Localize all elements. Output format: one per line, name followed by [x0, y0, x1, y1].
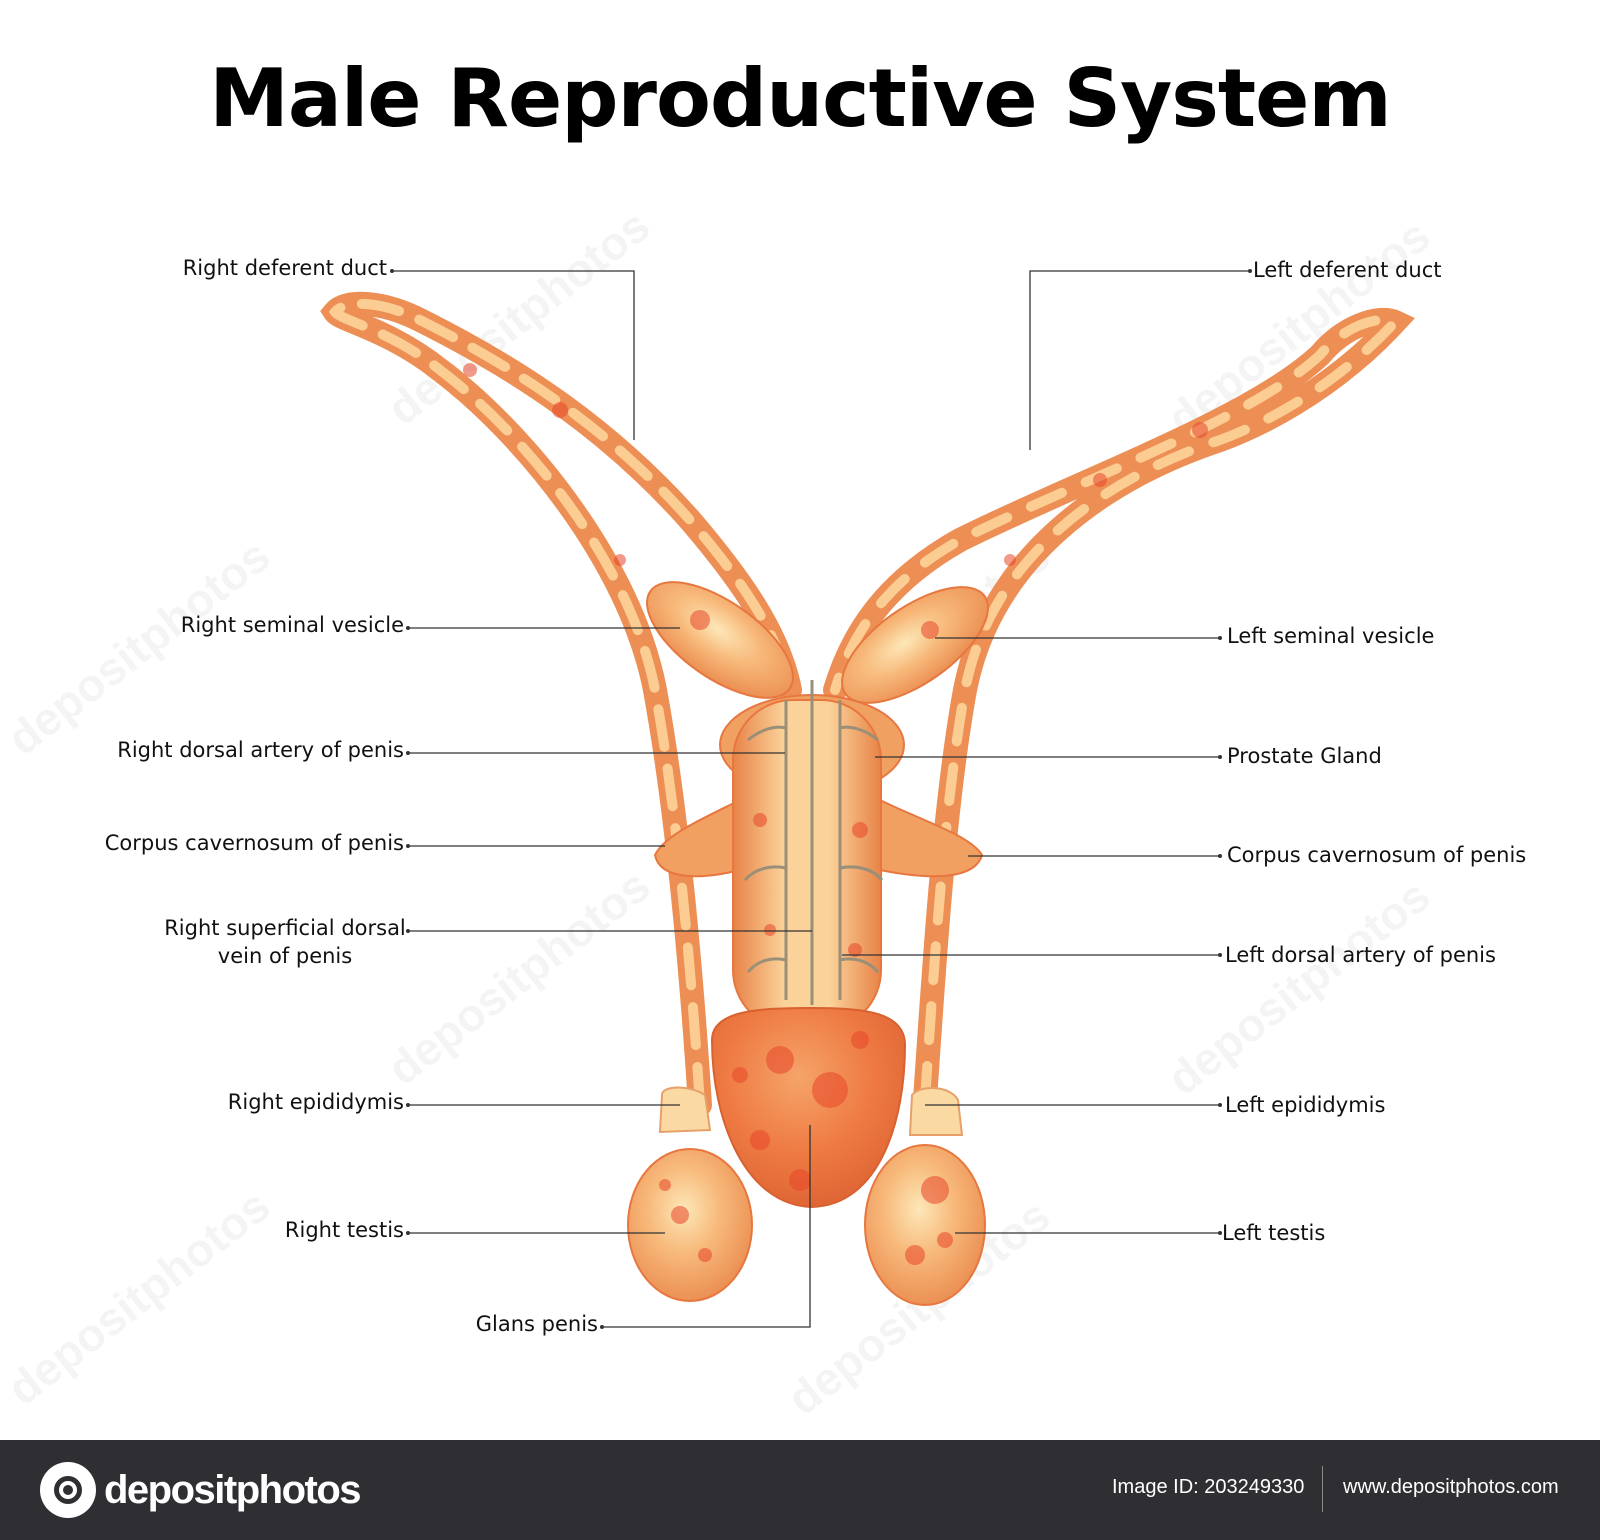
- left-seminal-vesicle: [841, 586, 989, 704]
- brand-logo[interactable]: depositphotos: [40, 1462, 362, 1518]
- leader-lines: [392, 270, 1250, 1328]
- right-seminal-vesicle: [646, 581, 794, 699]
- left-testis: [864, 1144, 986, 1306]
- label-left-dorsal-artery: Left dorsal artery of penis: [1225, 943, 1496, 967]
- label-right-testis: Right testis: [284, 1218, 404, 1242]
- label-left-testis: Left testis: [1222, 1221, 1326, 1245]
- label-right-epididymis: Right epididymis: [227, 1090, 404, 1114]
- left-crus: [879, 798, 984, 878]
- label-corpus-cavernosum-left: Corpus cavernosum of penis: [1227, 843, 1527, 867]
- label-right-dorsal-artery: Right dorsal artery of penis: [117, 738, 404, 762]
- image-id: Image ID: 203249330: [1112, 1476, 1305, 1498]
- label-left-epididymis: Left epididymis: [1225, 1093, 1386, 1117]
- penis-shaft: [732, 699, 882, 1031]
- right-crus: [653, 798, 741, 878]
- camera-icon: [40, 1462, 96, 1518]
- label-prostate-gland: Prostate Gland: [1227, 744, 1382, 768]
- leader-dots: [390, 269, 1252, 1329]
- label-left-seminal-vesicle: Left seminal vesicle: [1227, 624, 1435, 648]
- right-deferent-duct: [320, 291, 802, 1117]
- label-right-superficial-dorsal-vein: Right superficial dorsal vein of penis: [164, 916, 406, 968]
- right-testis: [627, 1148, 753, 1302]
- label-left-deferent-duct: Left deferent duct: [1253, 258, 1442, 282]
- brand-name: depositphotos: [104, 1467, 362, 1512]
- label-glans-penis: Glans penis: [475, 1312, 598, 1336]
- label-right-seminal-vesicle: Right seminal vesicle: [180, 613, 404, 637]
- right-epididymis: [658, 1086, 712, 1134]
- left-epididymis: [908, 1087, 964, 1136]
- anatomy-diagram: [320, 269, 1415, 1329]
- footer-divider: [1322, 1466, 1323, 1512]
- label-corpus-cavernosum-right: Corpus cavernosum of penis: [104, 831, 404, 855]
- page-title: Male Reproductive System: [209, 52, 1391, 145]
- glans-penis: [710, 1006, 907, 1209]
- footer-bar: depositphotos Image ID: 203249330 www.de…: [0, 1440, 1600, 1540]
- left-deferent-duct: [823, 307, 1415, 1112]
- tissue-mottling: [463, 363, 1208, 1265]
- website-link[interactable]: www.depositphotos.com: [1343, 1476, 1559, 1498]
- dorsal-vessels: [743, 680, 884, 1005]
- label-right-deferent-duct: Right deferent duct: [182, 256, 387, 280]
